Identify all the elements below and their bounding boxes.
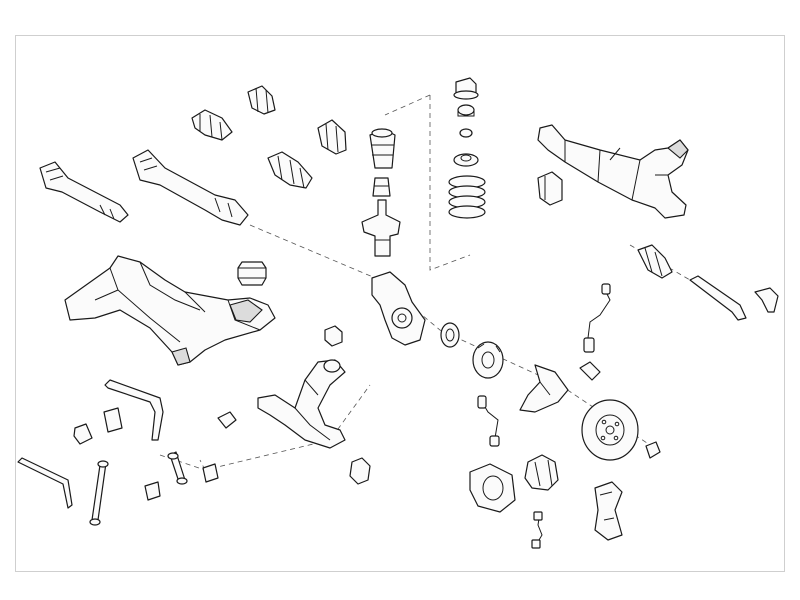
stabilizer-link-1: [167, 451, 188, 485]
steering-rack: [537, 124, 689, 219]
tie-rod: [689, 275, 747, 321]
top-mount-cap: [453, 77, 479, 100]
lower-control-arm: [257, 359, 346, 449]
brake-caliper: [524, 454, 559, 491]
rack-mount-bush: [537, 171, 563, 206]
steering-knuckle: [371, 271, 426, 346]
strut-bump-stop: [372, 177, 391, 197]
stabilizer-bush-small-1: [144, 481, 161, 501]
abs-sensor-lower: [477, 395, 500, 447]
stabilizer-rod: [17, 457, 73, 509]
cv-boot-1: [191, 109, 233, 141]
spring-seat: [453, 153, 479, 167]
shock-absorber: [361, 199, 401, 257]
tie-rod-boot: [637, 244, 673, 279]
anti-roll-bar-bush-1: [103, 407, 123, 433]
subframe: [64, 255, 276, 366]
brake-wear-sensor: [531, 511, 543, 549]
anti-roll-bar-bush-2: [73, 423, 93, 445]
wheel-bearing-housing: [469, 463, 516, 513]
drive-shaft-right: [132, 149, 249, 226]
control-arm-bush-front: [217, 411, 237, 429]
cv-boot-4: [267, 151, 313, 189]
top-mount-nut: [459, 128, 473, 138]
stabilizer-link-2: [89, 460, 109, 526]
anti-roll-bar: [104, 379, 164, 441]
brake-disc: [581, 399, 639, 461]
brake-splash-shield: [519, 364, 569, 413]
cv-boot-2: [247, 85, 276, 115]
cv-boot-3: [317, 119, 347, 155]
drive-shaft-left: [39, 161, 129, 223]
brake-caliper-bracket: [594, 481, 623, 541]
coil-spring: [448, 175, 486, 219]
sensor-bracket: [579, 361, 601, 381]
ball-joint: [349, 457, 371, 485]
subframe-mount: [237, 261, 267, 286]
control-arm-bush-rear: [324, 325, 343, 347]
wheel-nut: [645, 441, 661, 459]
tie-rod-end: [754, 287, 779, 313]
top-mount-bearing: [457, 104, 475, 117]
wheel-bearing: [440, 322, 460, 348]
stabilizer-bush-small-2: [202, 463, 219, 483]
wheel-hub: [472, 341, 504, 379]
abs-sensor-upper: [583, 283, 611, 353]
strut-top-boot: [369, 128, 396, 169]
